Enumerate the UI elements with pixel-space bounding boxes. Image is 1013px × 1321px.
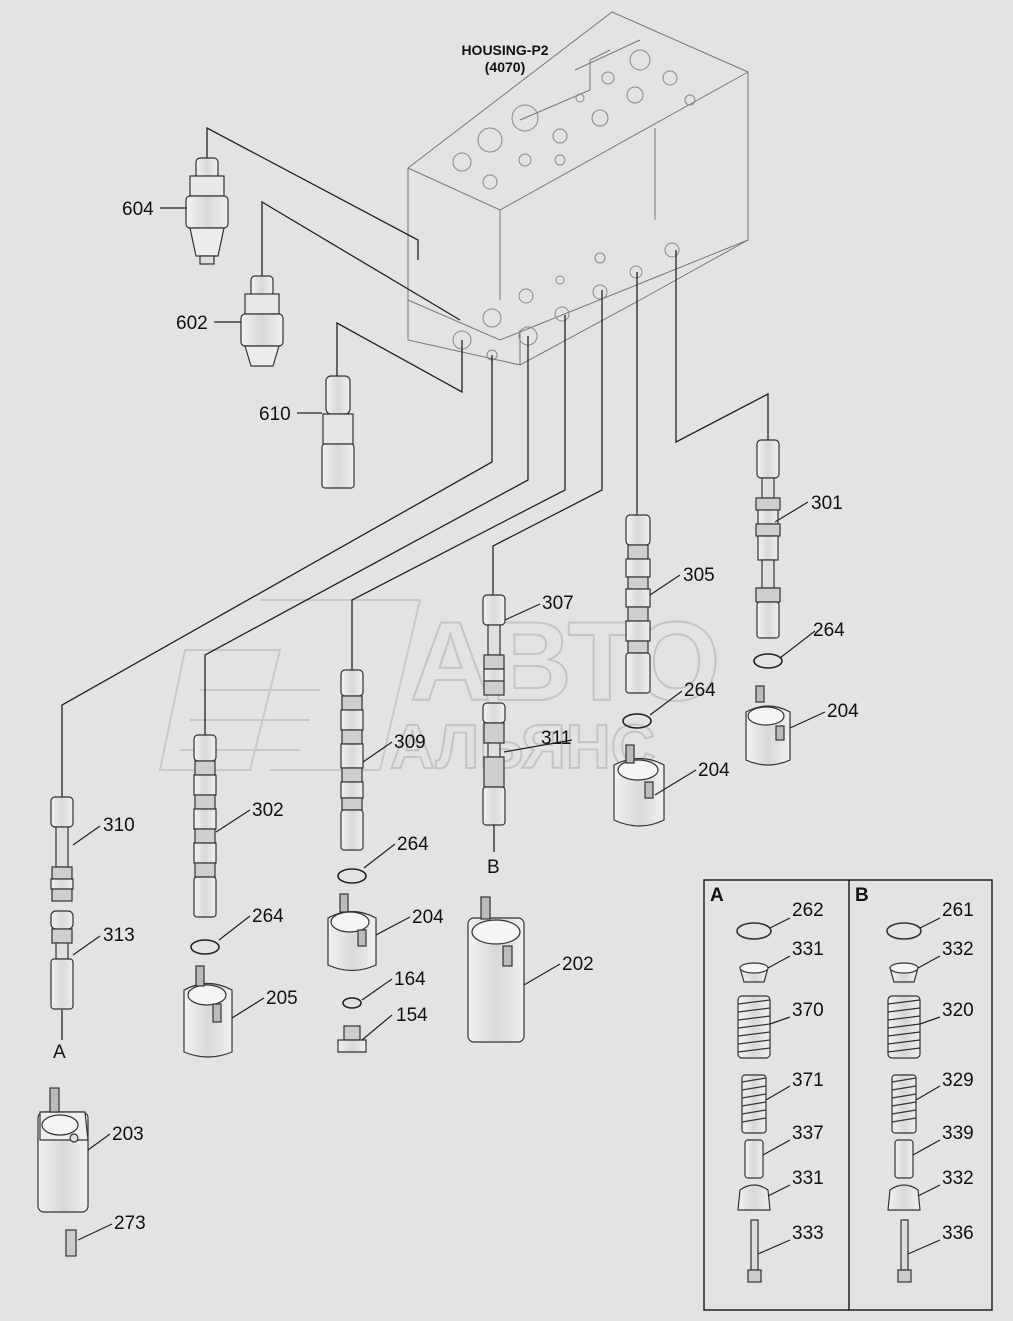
spool-307 <box>482 594 506 696</box>
leader-lines <box>61 126 769 797</box>
label-301: 301 <box>811 493 843 514</box>
label-204-b: 204 <box>698 760 730 781</box>
cover-204-mid <box>327 893 377 972</box>
label-203: 203 <box>112 1124 144 1145</box>
detail-a-title: A <box>710 885 724 906</box>
label-164: 164 <box>394 969 426 990</box>
spool-301 <box>755 439 781 639</box>
detail-b-item-3: 320 <box>942 1000 974 1021</box>
label-604: 604 <box>122 199 154 220</box>
detail-b-item-1: 261 <box>942 900 974 921</box>
valve-604 <box>185 157 229 265</box>
watermark-logo: АВТО АЛЬЯНС <box>158 598 721 783</box>
spool-311 <box>482 702 506 826</box>
detail-a-item-7: 333 <box>792 1223 824 1244</box>
label-307: 307 <box>542 593 574 614</box>
watermark-line1: АВТО <box>410 599 720 724</box>
label-204-c: 204 <box>412 907 444 928</box>
detail-a-parts <box>736 922 772 1283</box>
label-205: 205 <box>266 988 298 1009</box>
label-154: 154 <box>396 1005 428 1026</box>
part-labels: 604 602 610 301 305 307 264 264 204 311 … <box>53 199 859 1241</box>
plug-154 <box>337 1025 367 1053</box>
valve-610 <box>321 375 355 489</box>
label-204-a: 204 <box>827 701 859 722</box>
spool-305 <box>625 514 651 694</box>
detail-a-item-2: 331 <box>792 939 824 960</box>
label-602: 602 <box>176 313 208 334</box>
detail-b-title: B <box>855 885 869 906</box>
detail-b-item-7: 336 <box>942 1223 974 1244</box>
label-305: 305 <box>683 565 715 586</box>
label-202: 202 <box>562 954 594 975</box>
spool-313 <box>50 910 74 1010</box>
label-264-c: 264 <box>397 834 429 855</box>
o-rings <box>190 653 783 1009</box>
detail-a-item-3: 370 <box>792 1000 824 1021</box>
detail-a-item-5: 337 <box>792 1123 824 1144</box>
detail-a-item-4: 371 <box>792 1070 824 1091</box>
housing-code: (4070) <box>485 59 525 75</box>
valve-602 <box>240 275 284 367</box>
detail-b-parts <box>886 922 922 1283</box>
label-273: 273 <box>114 1213 146 1234</box>
detail-b-item-6: 332 <box>942 1168 974 1189</box>
label-313: 313 <box>103 925 135 946</box>
spool-302 <box>193 734 217 918</box>
marker-a: A <box>53 1042 66 1063</box>
cover-202 <box>467 896 525 1043</box>
spool-309 <box>340 669 364 851</box>
watermark-line2: АЛЬЯНС <box>390 713 655 782</box>
housing-name: HOUSING-P2 <box>461 42 548 58</box>
label-309: 309 <box>394 732 426 753</box>
spool-310 <box>50 796 74 902</box>
label-302: 302 <box>252 800 284 821</box>
label-610: 610 <box>259 404 291 425</box>
label-311: 311 <box>541 728 571 749</box>
housing-block <box>407 11 749 366</box>
cover-205 <box>183 965 233 1058</box>
cover-203 <box>37 1087 89 1257</box>
detail-b-item-5: 339 <box>942 1123 974 1144</box>
label-310: 310 <box>103 815 135 836</box>
detail-b-item-2: 332 <box>942 939 974 960</box>
marker-b: B <box>487 857 500 878</box>
detail-box: A B <box>703 879 993 1311</box>
detail-b-item-4: 329 <box>942 1070 974 1091</box>
cover-204-upper <box>745 685 791 766</box>
label-264-a: 264 <box>813 620 845 641</box>
label-264-b: 264 <box>684 680 716 701</box>
housing-title: HOUSING-P2 (4070) <box>461 42 548 75</box>
detail-a-item-6: 331 <box>792 1168 824 1189</box>
cover-204-lower <box>613 744 665 827</box>
detail-a-item-1: 262 <box>792 900 824 921</box>
label-264-d: 264 <box>252 906 284 927</box>
